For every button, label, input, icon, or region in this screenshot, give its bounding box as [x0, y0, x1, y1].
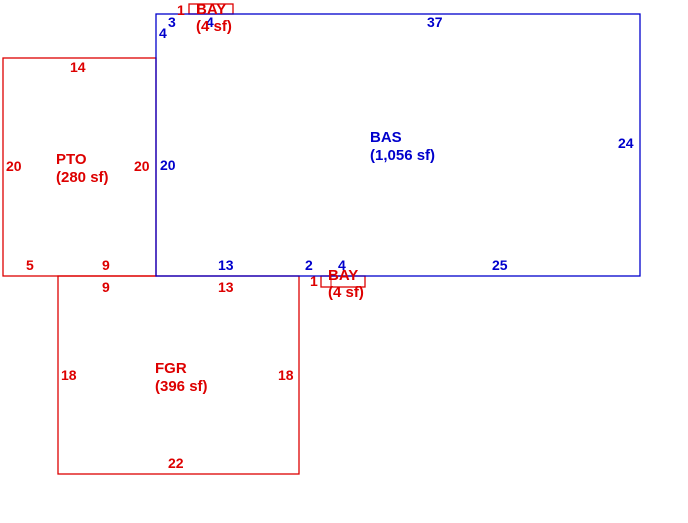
- fgr-dim-left: 18: [61, 367, 77, 383]
- pto-dim-bottom-a: 5: [26, 257, 34, 273]
- pto-name: PTO: [56, 151, 87, 168]
- bay-top-dim-side: 1: [177, 2, 185, 18]
- bas-dim-bottom-a: 13: [218, 257, 234, 273]
- bas-dim-right: 24: [618, 135, 634, 151]
- bay-bottom-area: (4 sf): [328, 284, 364, 301]
- bas-dim-top: 37: [427, 14, 443, 30]
- bas-dim-bottom-b: 2: [305, 257, 313, 273]
- fgr-dim-right: 18: [278, 367, 294, 383]
- bas-dim-top-a: 3: [168, 14, 176, 30]
- bay-top-name: BAY: [196, 1, 226, 18]
- fgr-dim-top-a: 9: [102, 279, 110, 295]
- bas-outline: [155, 13, 641, 277]
- pto-dim-right: 20: [134, 158, 150, 174]
- bay-bottom-name: BAY: [328, 267, 358, 284]
- bas-dim-bottom-d: 25: [492, 257, 508, 273]
- bas-dim-left: 20: [160, 157, 176, 173]
- fgr-name: FGR: [155, 360, 187, 377]
- bas-name: BAS: [370, 129, 402, 146]
- bay-bottom-dim-side: 1: [310, 273, 318, 289]
- bay-top-area: (4 sf): [196, 18, 232, 35]
- pto-dim-bottom-b: 9: [102, 257, 110, 273]
- fgr-dim-top-b: 13: [218, 279, 234, 295]
- fgr-area: (396 sf): [155, 378, 208, 395]
- bas-dim-bottom-c: 4: [338, 257, 346, 273]
- bas-dim-top-c: 4: [206, 14, 214, 30]
- pto-area: (280 sf): [56, 169, 109, 186]
- bas-dim-top-b: 4: [159, 25, 167, 41]
- fgr-dim-bottom: 22: [168, 455, 184, 471]
- pto-dim-top: 14: [70, 59, 86, 75]
- pto-dim-left: 20: [6, 158, 22, 174]
- bas-area: (1,056 sf): [370, 147, 435, 164]
